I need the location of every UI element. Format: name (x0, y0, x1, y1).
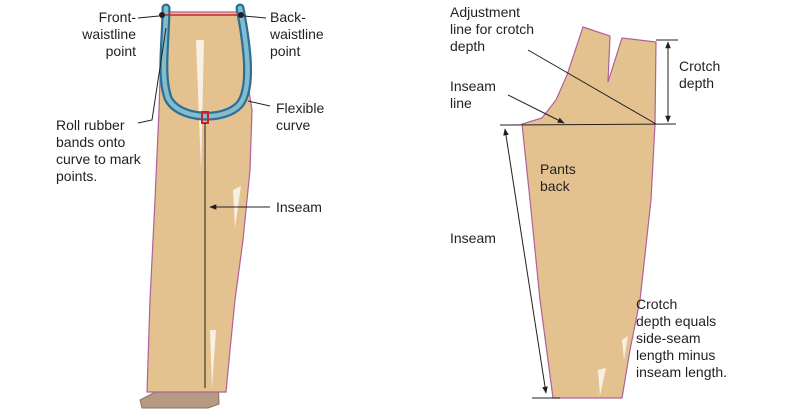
pattern-fabric-folds (598, 336, 628, 396)
roll-bands-leader (137, 27, 167, 124)
right-figure (499, 26, 678, 399)
pants-back-label: Pants back (540, 161, 576, 194)
flexible-curve-highlight (161, 5, 250, 119)
crotch-depth-label: Crotch depth (679, 58, 721, 91)
back-waistline-label: Back- waistline point (270, 9, 324, 59)
adjustment-line-label: Adjustment line for crotch depth (450, 4, 535, 54)
inseam-line-label: Inseam line (450, 78, 496, 111)
inseam-label-left: Inseam (276, 199, 322, 215)
front-waistline-label: Front- waistline point (82, 9, 136, 59)
roll-bands-label: Roll rubber bands onto curve to mark poi… (56, 117, 141, 184)
flexible-curve-label: Flexible curve (276, 100, 325, 133)
adjustment-line (527, 49, 657, 125)
front-waistline-point (159, 12, 165, 18)
front-waistline-leader (137, 15, 160, 19)
back-waistline-point (238, 12, 244, 18)
inseam-label-right: Inseam (450, 230, 496, 246)
pants-back-pattern (521, 26, 657, 399)
crotch-depth-note: Crotch depth equals side-seam length min… (636, 296, 728, 380)
inseam-line-leader (507, 94, 565, 124)
back-waistline-leader (243, 15, 267, 19)
crotch-reference-line (499, 123, 677, 126)
left-figure (137, 3, 271, 409)
inseam-dimension (503, 128, 548, 394)
flexible-curve-leader (247, 100, 271, 107)
